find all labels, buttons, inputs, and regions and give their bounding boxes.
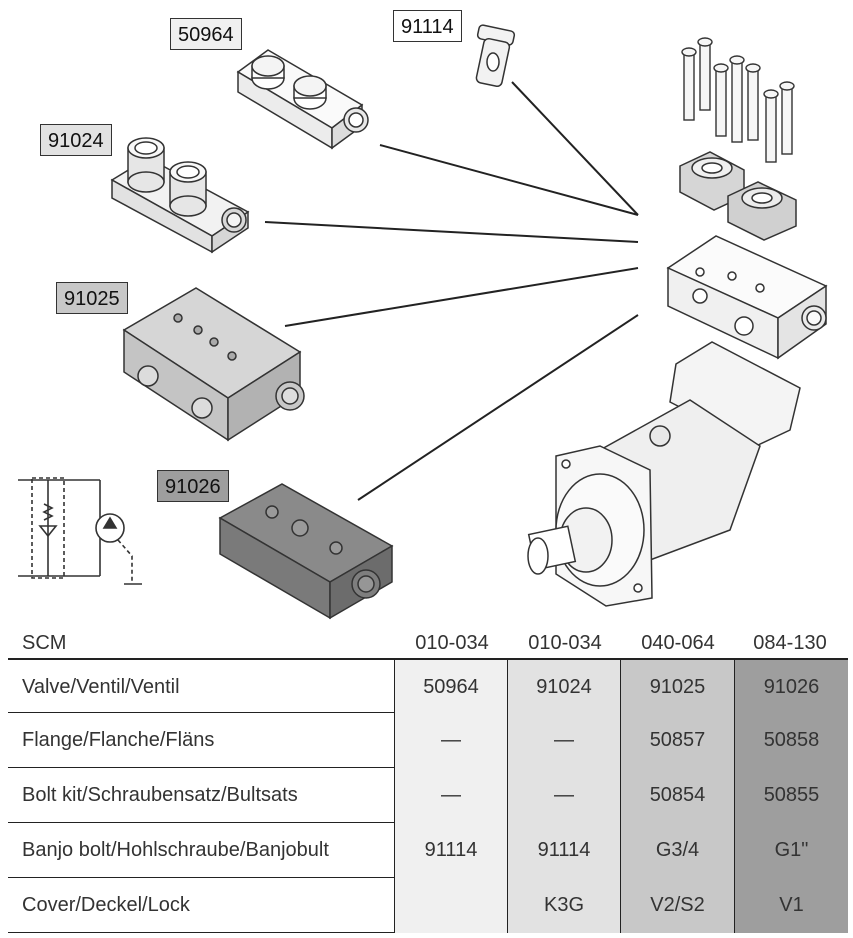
column-header: 040-064 [641, 632, 715, 654]
flanges [679, 151, 797, 241]
table-cell: 91114 [507, 823, 620, 878]
mounting-block [666, 235, 828, 360]
valve-91026 [218, 483, 394, 620]
part-label-91114: 91114 [393, 10, 462, 42]
table-cell: 91024 [507, 660, 620, 715]
table-row-cover: Cover/Deckel/Lock K3G V2/S2 V1 [8, 878, 848, 933]
row-label: Bolt kit/Schraubensatz/Bultsats [22, 784, 298, 806]
column-header: 084-130 [753, 632, 827, 654]
part-label-91024: 91024 [40, 124, 112, 156]
parts-illustration [18, 24, 828, 620]
hydraulic-motor [527, 341, 801, 607]
leader-91026 [357, 314, 639, 501]
column-header: 010-034 [528, 632, 602, 654]
table-cell: K3G [507, 878, 620, 933]
part-label-91025: 91025 [56, 282, 128, 314]
table-cell: 50964 [394, 660, 507, 715]
part-label-91026: 91026 [157, 470, 229, 502]
valve-50964 [236, 49, 369, 150]
table-row-flange: Flange/Flanche/Fläns — — 50857 50858 [8, 713, 848, 768]
table-cell: 91114 [394, 823, 507, 878]
row-label: Valve/Ventil/Ventil [22, 676, 180, 698]
table-cell: V2/S2 [620, 878, 734, 933]
table-cell: G1" [734, 823, 848, 878]
table-cell: 91025 [620, 660, 734, 715]
table-cell: 50855 [734, 768, 848, 823]
row-label: Flange/Flanche/Fläns [22, 729, 215, 751]
table-row-valve: Valve/Ventil/Ventil 50964 91024 91025 91… [8, 658, 848, 715]
table-cell: — [507, 713, 620, 768]
leader-91114 [511, 81, 639, 216]
table-cell: 91026 [734, 660, 848, 715]
bolt-kit [681, 37, 795, 163]
table-cell: 50854 [620, 768, 734, 823]
banjo-bolt-91114 [475, 24, 516, 88]
table-cell: — [507, 768, 620, 823]
row-label: Banjo bolt/Hohlschraube/Banjobult [22, 839, 329, 861]
leader-50964 [379, 144, 639, 216]
leader-91024 [264, 221, 639, 243]
table-row-bolt-kit: Bolt kit/Schraubensatz/Bultsats — — 5085… [8, 768, 848, 823]
table-cell: G3/4 [620, 823, 734, 878]
table-cell: 50857 [620, 713, 734, 768]
table-cell [394, 878, 507, 933]
table-header-scm: SCM [22, 632, 67, 654]
column-header: 010-034 [415, 632, 489, 654]
part-label-50964: 50964 [170, 18, 242, 50]
valve-91024 [110, 137, 250, 254]
table-cell: — [394, 713, 507, 768]
table-cell: 50858 [734, 713, 848, 768]
valve-91025 [122, 287, 305, 442]
row-label: Cover/Deckel/Lock [22, 894, 190, 916]
table-cell: V1 [734, 878, 848, 933]
table-row-banjo-bolt: Banjo bolt/Hohlschraube/Banjobult 91114 … [8, 823, 848, 878]
hydraulic-symbol [18, 477, 142, 585]
leader-91025 [284, 267, 639, 327]
table-cell: — [394, 768, 507, 823]
